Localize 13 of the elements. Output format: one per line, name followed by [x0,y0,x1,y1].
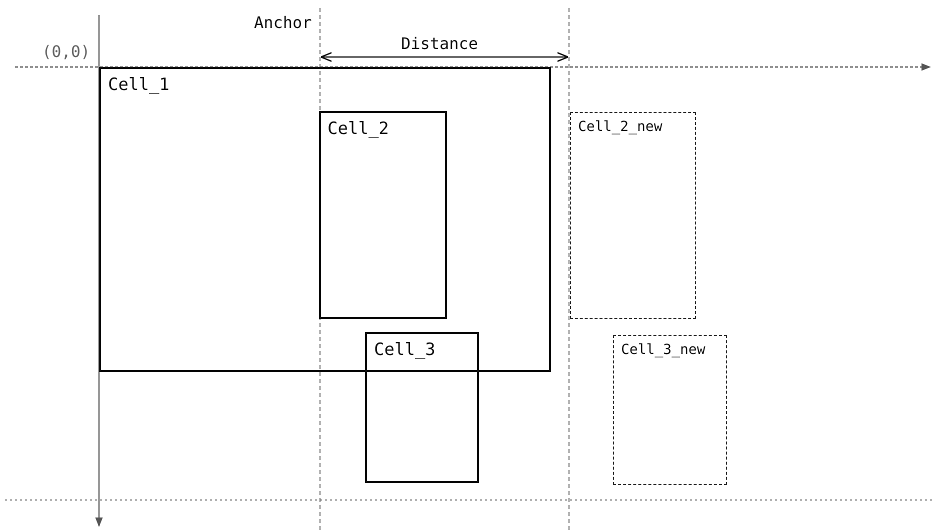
cell-label: Cell_3 [374,340,436,360]
cell-label: Cell_3_new [621,342,706,358]
cell-label: Cell_1 [108,75,170,95]
cell-box [570,112,696,319]
origin-label: (0,0) [42,42,90,61]
dimension-label: Distance [401,34,478,53]
cell-box [99,67,551,372]
cell-box [365,332,479,483]
cell-label: Cell_2 [328,118,389,138]
guide-label: Anchor [254,13,312,32]
cell-box [318,110,446,318]
cell-label: Cell_2_new [578,119,662,135]
cell-box [613,335,727,485]
